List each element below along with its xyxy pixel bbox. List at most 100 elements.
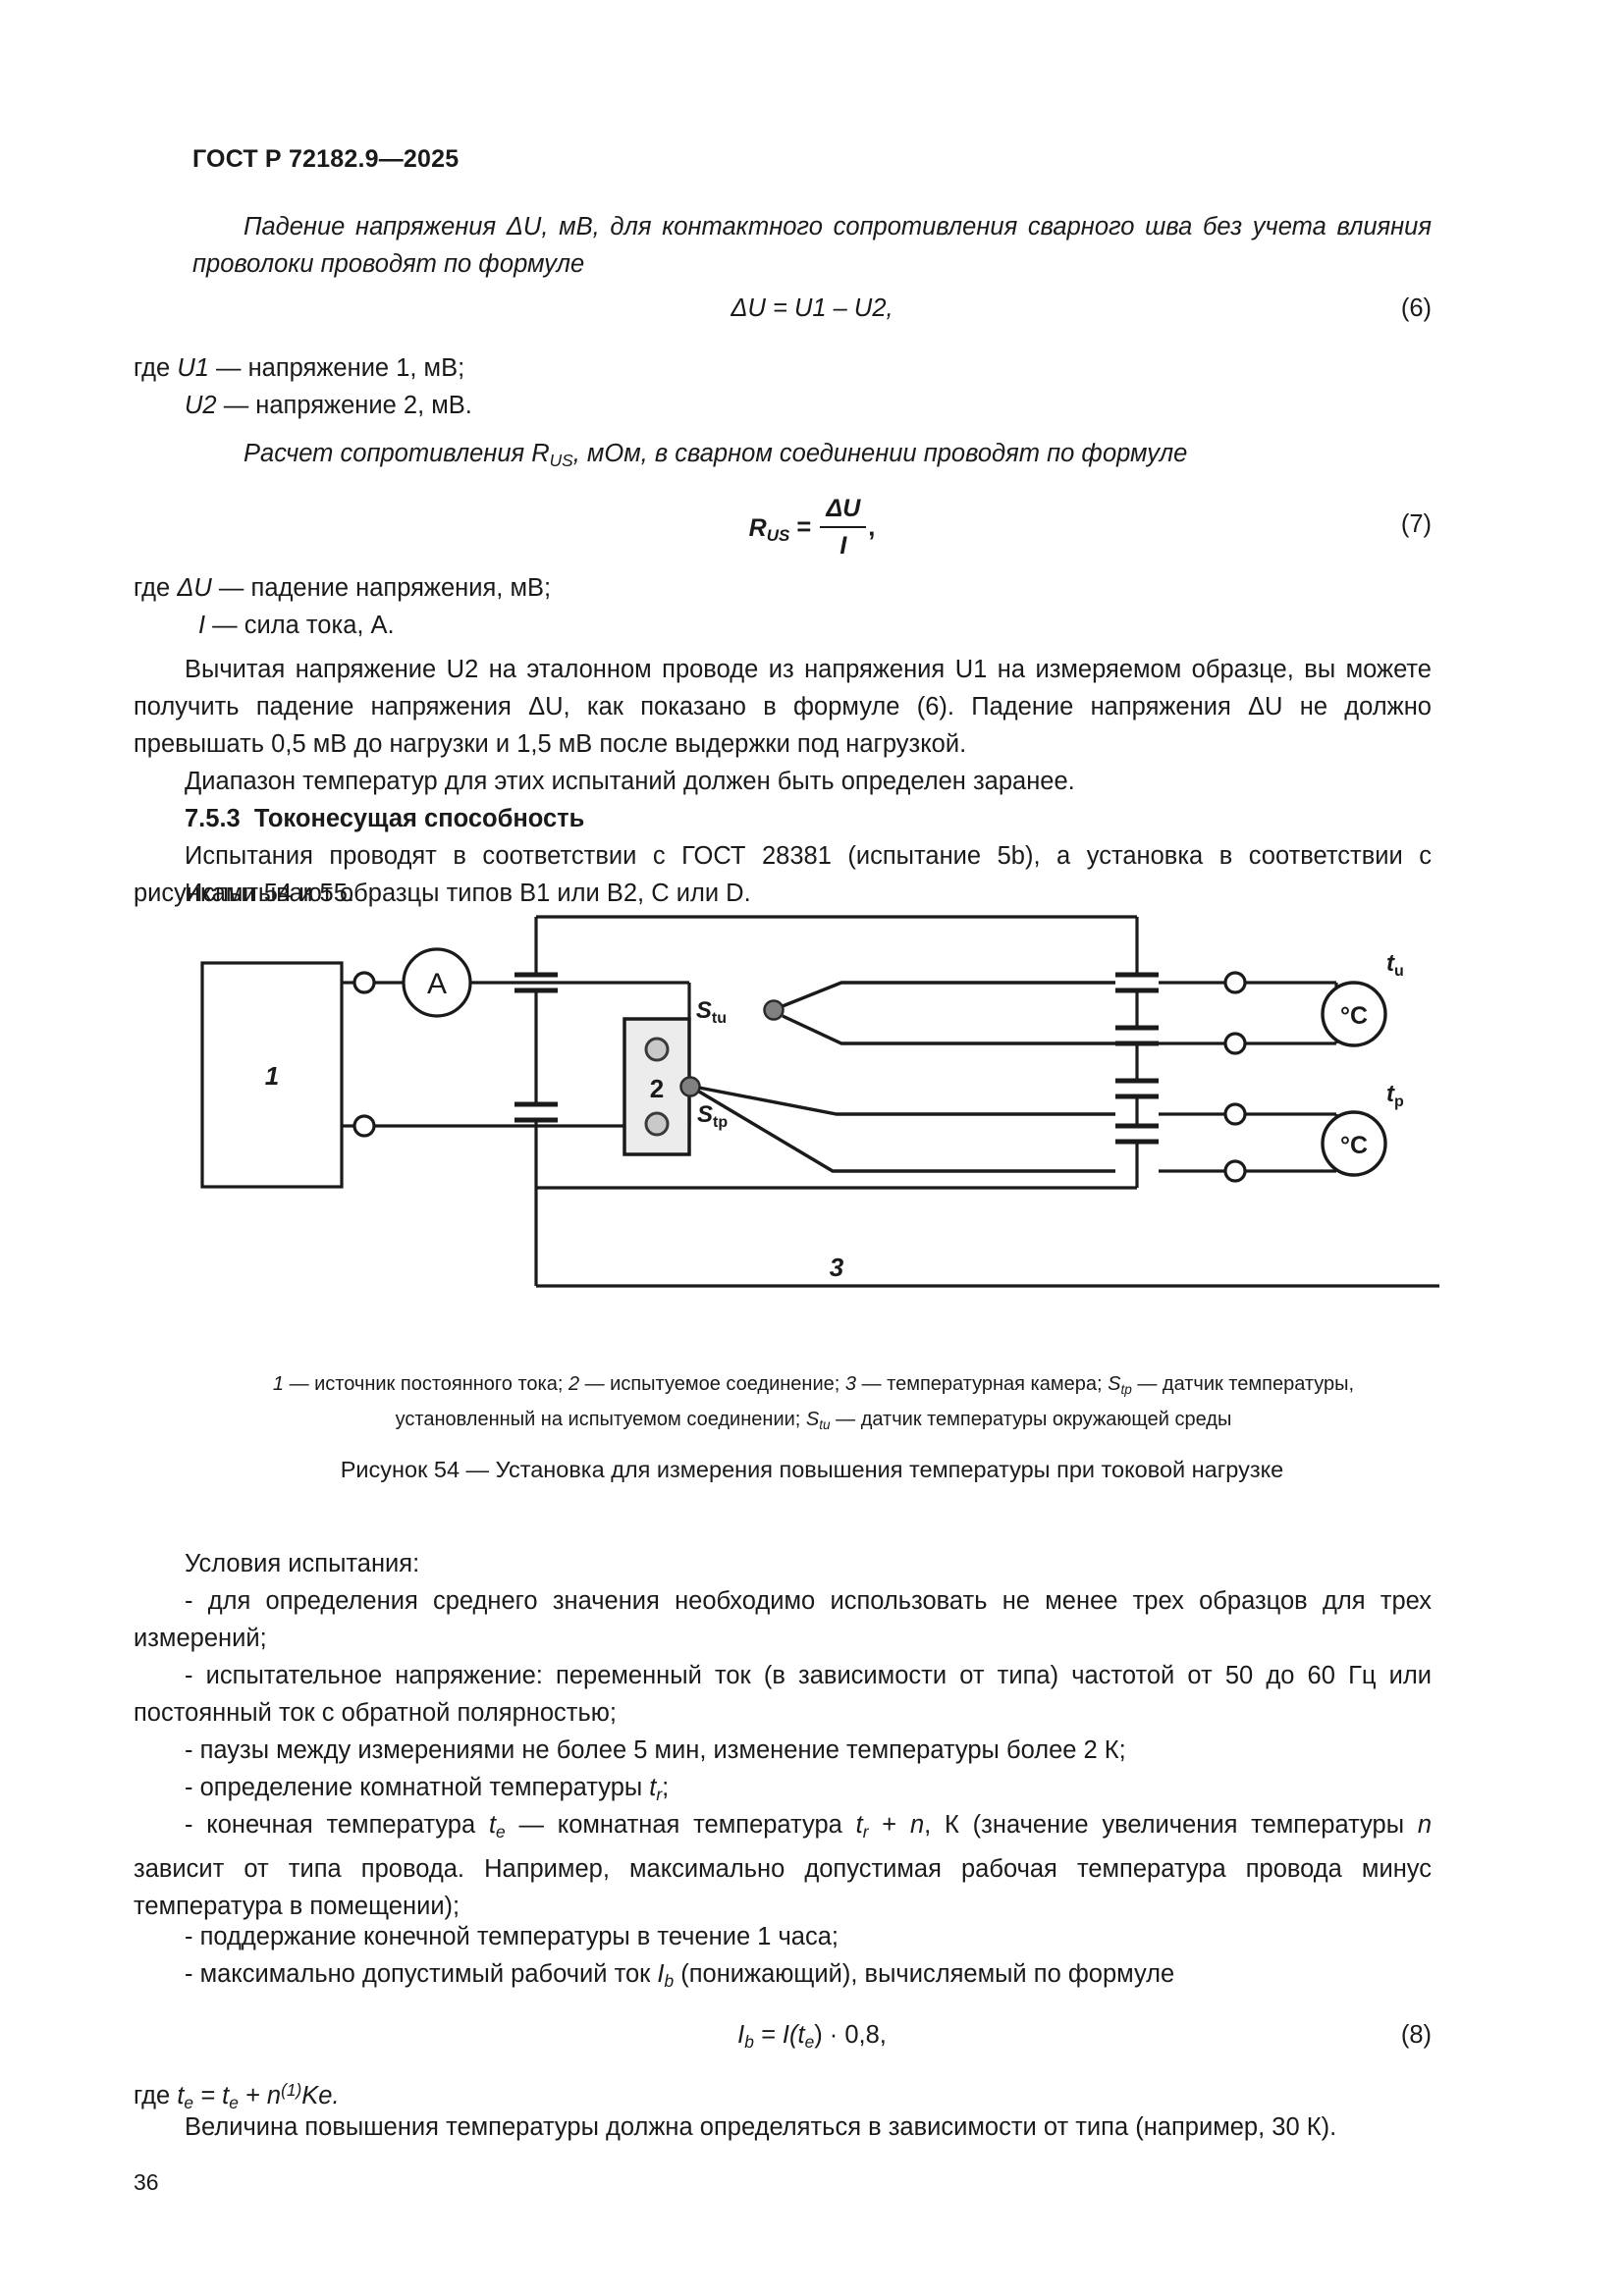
where-8-expression: te = te + n(1)Ke. (177, 2080, 340, 2112)
formula-7-numerator: ΔU (820, 492, 867, 528)
where-keyword-8: где (134, 2081, 178, 2109)
formula-7-expression: RUS = ΔU I, (192, 494, 1432, 564)
paragraph-resistance-intro: Расчет сопротивления RUS, мОм, в сварном… (192, 435, 1432, 479)
lead-stu-upper (782, 981, 1115, 1008)
formula-7-tail: , (868, 513, 876, 542)
terminal-tp-top (1223, 1102, 1247, 1126)
symbol-ib: Ib (657, 1960, 675, 1991)
symbol-n-2: n (1417, 1811, 1432, 1839)
paragraph-temperature-range: Диапазон температур для этих испытаний д… (185, 768, 1075, 795)
formula-7-fraction: ΔU I (820, 492, 867, 562)
formula-6-row: ΔU = U1 – U2, (6) (192, 292, 1432, 331)
where-6-line-1-text: — напряжение 1, мВ; (208, 354, 465, 382)
lead-stp-upper (698, 1086, 1115, 1116)
where-block-6: где U1 — напряжение 1, мВ; U2 — напряжен… (134, 349, 1432, 424)
label-chamber: 3 (830, 1253, 844, 1282)
page-content: ГОСТ Р 72182.9—2025 Падение напряжения Δ… (134, 0, 1439, 2296)
thermometer-joint (1321, 1110, 1387, 1177)
page-header: ГОСТ Р 72182.9—2025 (192, 145, 460, 173)
specimen-hole-top (644, 1037, 670, 1062)
symbol-delta-u: ΔU (177, 574, 212, 602)
formula-8-row: Ib = I(te) · 0,8, (8) (192, 2018, 1432, 2057)
figure-54-diagram: 1 A 2 3 Stu Stp tu tp °C °C (200, 915, 1439, 1288)
where-block-8: где te = te + n(1)Ke. (134, 2071, 1432, 2121)
condition-item-2: - испытательное напряжение: переменный т… (134, 1662, 1432, 1727)
terminal-tu-top (1223, 971, 1247, 994)
where-7-line-1: где ΔU — падение напряжения, мВ; (134, 569, 1432, 607)
heading-7-5-3: 7.5.3 Токонесущая способность (134, 800, 1432, 837)
formula-6-number: (6) (1400, 294, 1432, 322)
paragraph-text: Падение напряжения ΔU, мВ, для контактно… (192, 213, 1432, 278)
label-meter-tp: tp (1386, 1081, 1404, 1110)
formula-8-expression: Ib = I(te) · 0,8, (737, 2021, 887, 2052)
legend-text-b: — датчик температуры, установленный на и… (395, 1373, 1355, 1430)
page-number: 36 (134, 2169, 159, 2195)
paragraph-text-a: Расчет сопротивления (244, 440, 532, 467)
formula-7-number: (7) (1400, 510, 1432, 538)
paragraph-final: Величина повышения температуры должна оп… (185, 2113, 1337, 2141)
symbol-u2: U2 (185, 392, 217, 419)
legend-symbol-stp: Stp (1108, 1373, 1132, 1397)
where-6-line-2: U2 — напряжение 2, мВ. (134, 387, 1432, 424)
sensor-node-stp (679, 1076, 701, 1097)
figure-54: 1 A 2 3 Stu Stp tu tp °C °C (147, 908, 1439, 1330)
label-ammeter: A (427, 968, 447, 1000)
symbol-te: te (488, 1811, 506, 1842)
condition-item-5: - конечная температура te — комнатная те… (134, 1811, 1432, 1920)
symbol-tr: tr (649, 1774, 663, 1804)
symbol-n: n (909, 1811, 925, 1839)
formula-7-lhs: RUS (748, 513, 790, 545)
where-6-line-1: где U1 — напряжение 1, мВ; (134, 349, 1432, 387)
where-7-line-2: I — сила тока, А. (134, 607, 1432, 644)
terminal-bottom-source (352, 1114, 376, 1138)
paragraph-test-reference: Испытания проводят в соответствии с ГОСТ… (134, 842, 1432, 907)
where-keyword: где (134, 574, 178, 602)
condition-item-6: - поддержание конечной температуры в теч… (185, 1923, 839, 1950)
sensor-node-stu (763, 999, 785, 1021)
heading-number: 7.5.3 (185, 805, 241, 832)
paragraph-subtract-voltage: Вычитая напряжение U2 на эталонном прово… (134, 656, 1432, 758)
terminal-tp-bottom (1223, 1159, 1247, 1183)
terminal-top-source (352, 971, 376, 994)
condition-item-3: - паузы между измерениями не более 5 мин… (185, 1736, 1126, 1764)
terminal-tu-bottom (1223, 1032, 1247, 1055)
thermometer-ambient (1321, 981, 1387, 1047)
heading-title: Токонесущая способность (253, 805, 585, 832)
formula-8-number: (8) (1400, 2021, 1432, 2049)
formula-8-lhs: Ib (737, 2021, 754, 2052)
where-6-line-2-text: — напряжение 2, мВ. (216, 392, 472, 419)
symbol-tr-2: tr (855, 1811, 869, 1842)
paragraph-text-b: , мОм, в сварном соединении проводят по … (572, 440, 1188, 467)
figure-54-legend: 1 — источник постоянного тока; 2 — испыт… (272, 1373, 1355, 1432)
paragraph-specimen-types: Испытывают образцы типов B1 или B2, C ил… (185, 880, 751, 907)
label-degree-celsius-joint: °C (1340, 1132, 1368, 1159)
legend-symbol-stu: Stu (805, 1408, 831, 1432)
legend-text-c: — датчик температуры окружающей среды (830, 1408, 1232, 1430)
paragraph-voltage-drop-intro: Падение напряжения ΔU, мВ, для контактно… (192, 208, 1432, 283)
where-7-line-1-text: — падение напряжения, мВ; (211, 574, 552, 602)
formula-8-tail: ) · 0,8, (814, 2021, 887, 2049)
formula-7-denominator: I (839, 532, 847, 560)
label-power-source: 1 (265, 1061, 279, 1091)
symbol-rus: RUS (531, 440, 573, 470)
lead-stp-lower (698, 1090, 1115, 1173)
condition-item-4: - определение комнатной температуры tr; (185, 1774, 670, 1804)
label-specimen: 2 (650, 1074, 664, 1103)
where-keyword: где (134, 354, 178, 382)
conditions-intro: Условия испытания: (185, 1550, 420, 1577)
label-sensor-stu: Stu (696, 997, 727, 1027)
formula-7-equals: = (789, 513, 819, 542)
condition-item-1: - для определения среднего значения необ… (134, 1587, 1432, 1652)
formula-6-expression: ΔU = U1 – U2, (731, 294, 893, 322)
label-meter-tu: tu (1386, 950, 1404, 980)
condition-item-7: - максимально допустимый рабочий ток Ib … (185, 1960, 1175, 1991)
symbol-u1: U1 (177, 354, 209, 382)
figure-54-caption: Рисунок 54 — Установка для измерения пов… (340, 1457, 1284, 1482)
power-source-box (200, 961, 344, 1189)
lead-stu-lower (782, 1014, 1115, 1045)
where-block-7: где ΔU — падение напряжения, мВ; I — сил… (134, 569, 1432, 644)
specimen-hole-bottom (644, 1111, 670, 1137)
symbol-i: I (198, 612, 206, 639)
formula-7-row: RUS = ΔU I, (7) (192, 486, 1432, 564)
